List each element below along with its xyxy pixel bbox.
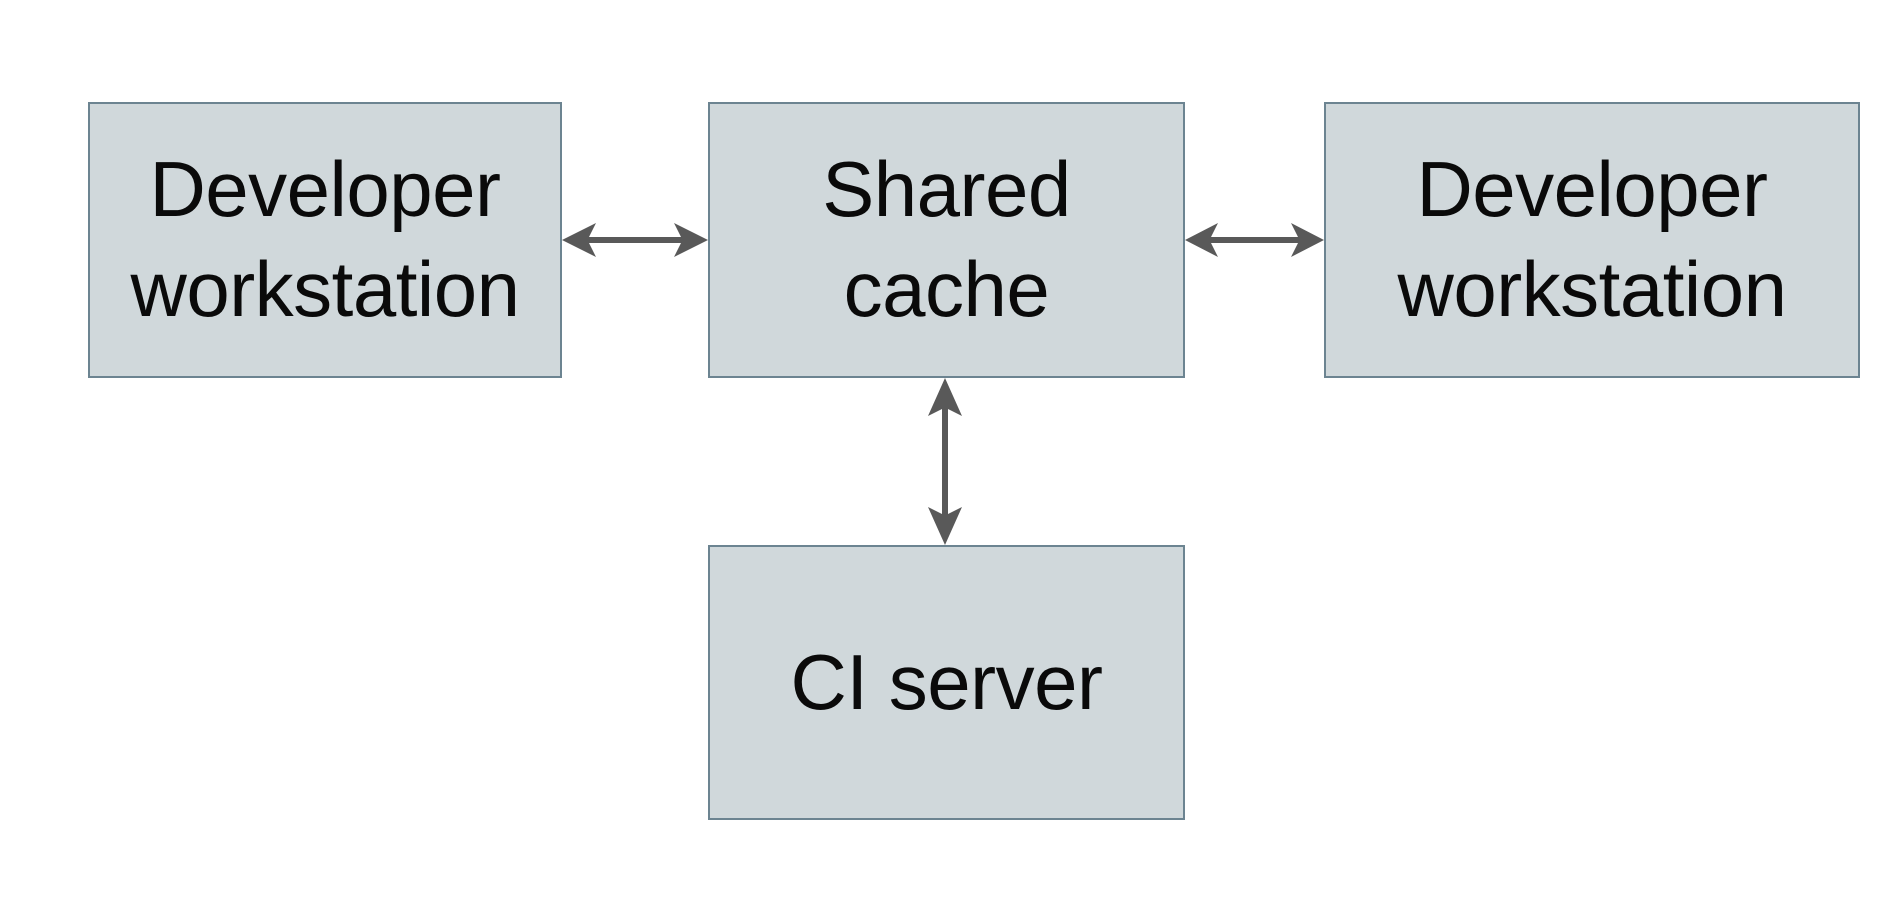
node-ci-server[interactable]: CI server xyxy=(708,545,1185,820)
connector-cache-to-right-arrow xyxy=(1185,210,1324,270)
node-label: Developer workstation xyxy=(130,145,521,333)
node-label: Shared cache xyxy=(822,145,1071,333)
node-label: CI server xyxy=(790,637,1103,726)
connector-cache-to-ci-arrow xyxy=(915,378,975,545)
node-developer-workstation-left[interactable]: Developer workstation xyxy=(88,102,562,378)
node-label: Developer workstation xyxy=(1397,145,1788,333)
connector-left-to-cache-arrow xyxy=(562,210,708,270)
node-shared-cache[interactable]: Shared cache xyxy=(708,102,1185,378)
node-developer-workstation-right[interactable]: Developer workstation xyxy=(1324,102,1860,378)
